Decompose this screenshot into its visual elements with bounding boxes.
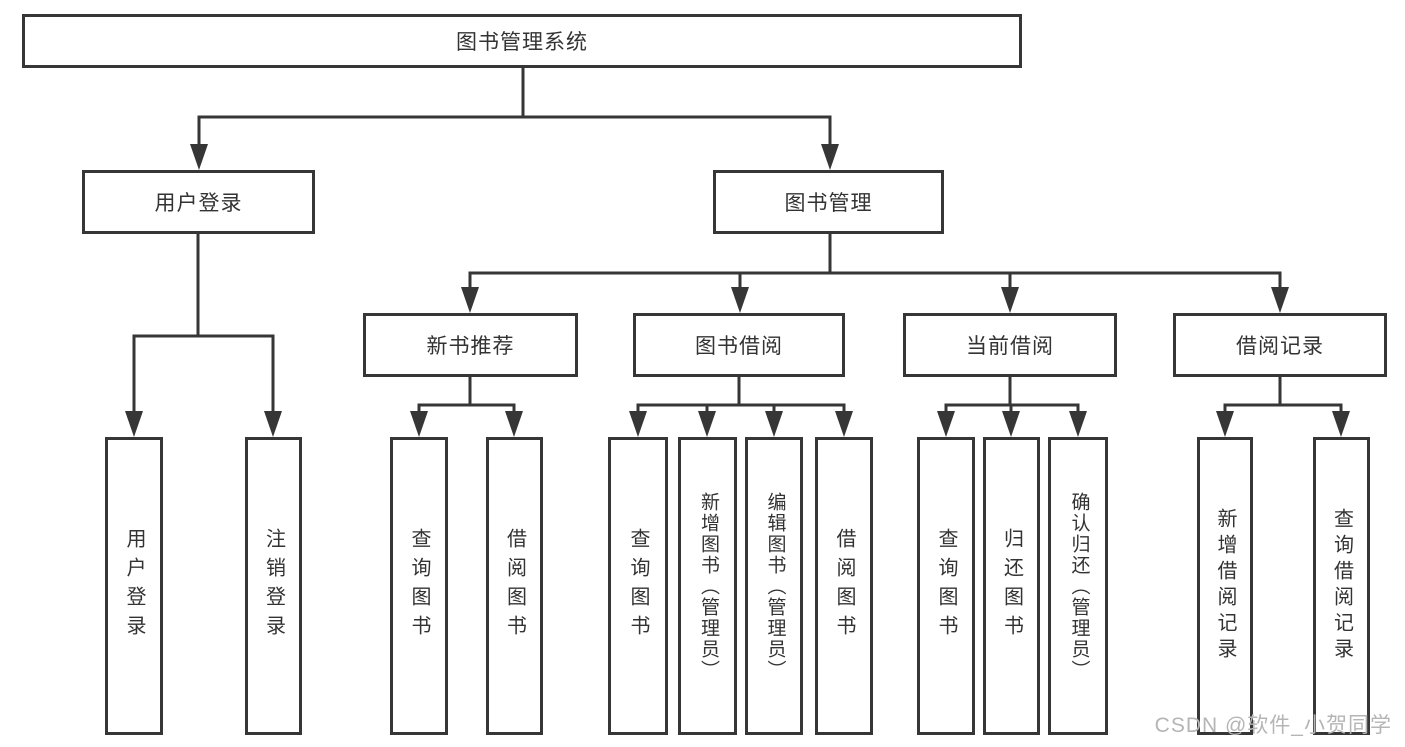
connector-root (190, 68, 839, 170)
arrowhead-icon (125, 411, 143, 437)
arrowhead-icon (1271, 287, 1289, 313)
node-new-book-recommend: 新书推荐 (363, 313, 578, 377)
leaf-logout: 注销登录 (245, 437, 302, 735)
arrowhead-icon (835, 411, 853, 437)
leaf-confirm-return-admin: 确认归还（管理员） (1048, 437, 1108, 735)
arrowhead-icon (1002, 411, 1020, 437)
node-borrow-records-label: 借阅记录 (1236, 335, 1324, 358)
node-book-borrow-label: 图书借阅 (695, 335, 783, 358)
leaf-query-books-current-label: 查询图书 (935, 528, 957, 644)
arrowhead-icon (1216, 411, 1234, 437)
arrowhead-icon (461, 287, 479, 313)
leaf-user-login: 用户登录 (105, 437, 163, 735)
leaf-user-login-label: 用户登录 (123, 528, 145, 644)
leaf-edit-books-admin-label: 编辑图书（管理员） (764, 491, 786, 681)
csdn-watermark: CSDN @软件_小贺同学 (1154, 714, 1392, 737)
leaf-query-books-borrow-label: 查询图书 (627, 528, 649, 644)
node-book-management-label: 图书管理 (784, 192, 873, 215)
node-new-book-recommend-label: 新书推荐 (426, 335, 515, 358)
arrowhead-icon (410, 411, 428, 437)
leaf-add-borrow-record: 新增借阅记录 (1197, 437, 1253, 735)
leaf-query-borrow-record: 查询借阅记录 (1313, 437, 1370, 735)
leaf-add-borrow-record-label: 新增借阅记录 (1214, 508, 1236, 664)
arrowhead-icon (190, 144, 208, 170)
connector-book-management (461, 234, 1289, 313)
arrowhead-icon (937, 411, 955, 437)
arrowhead-icon (1001, 287, 1019, 313)
arrowhead-icon (765, 411, 783, 437)
leaf-query-books-current: 查询图书 (917, 437, 975, 735)
leaf-query-books-borrow: 查询图书 (608, 437, 668, 735)
leaf-borrow-books-recommend: 借阅图书 (486, 437, 543, 735)
leaf-logout-label: 注销登录 (262, 528, 285, 644)
connector-new-book-recommend (410, 377, 523, 437)
arrowhead-icon (821, 144, 839, 170)
arrowhead-icon (698, 411, 716, 437)
node-current-borrow: 当前借阅 (903, 313, 1117, 377)
node-book-borrow: 图书借阅 (633, 313, 845, 377)
arrowhead-icon (731, 287, 749, 313)
leaf-return-books-label: 归还图书 (1000, 528, 1023, 644)
arrowhead-icon (264, 411, 282, 437)
node-root-label: 图书管理系统 (456, 31, 588, 54)
connector-current-borrow (937, 377, 1087, 437)
arrowhead-icon (1069, 411, 1087, 437)
arrowhead-icon (629, 411, 647, 437)
leaf-borrow-books-recommend-label: 借阅图书 (503, 528, 526, 644)
connector-borrow-records (1216, 377, 1350, 437)
arrowhead-icon (505, 411, 523, 437)
leaf-add-books-admin-label: 新增图书（管理员） (697, 491, 719, 681)
node-user-login: 用户登录 (82, 170, 315, 234)
node-current-borrow-label: 当前借阅 (966, 335, 1054, 358)
leaf-query-books-recommend-label: 查询图书 (408, 528, 430, 644)
node-book-management: 图书管理 (713, 170, 944, 234)
connector-user-login (125, 234, 282, 437)
leaf-return-books: 归还图书 (983, 437, 1040, 735)
connector-book-borrow (629, 377, 853, 437)
node-borrow-records: 借阅记录 (1173, 313, 1387, 377)
leaf-edit-books-admin: 编辑图书（管理员） (745, 437, 803, 735)
leaf-confirm-return-admin-label: 确认归还（管理员） (1068, 491, 1090, 681)
node-user-login-label: 用户登录 (154, 192, 243, 215)
leaf-borrow-books: 借阅图书 (815, 437, 873, 735)
leaf-query-books-recommend: 查询图书 (390, 437, 448, 735)
node-root-system: 图书管理系统 (22, 14, 1022, 68)
leaf-query-borrow-record-label: 查询借阅记录 (1330, 508, 1353, 664)
arrowhead-icon (1332, 411, 1350, 437)
leaf-add-books-admin: 新增图书（管理员） (678, 437, 737, 735)
leaf-borrow-books-label: 借阅图书 (833, 528, 855, 644)
